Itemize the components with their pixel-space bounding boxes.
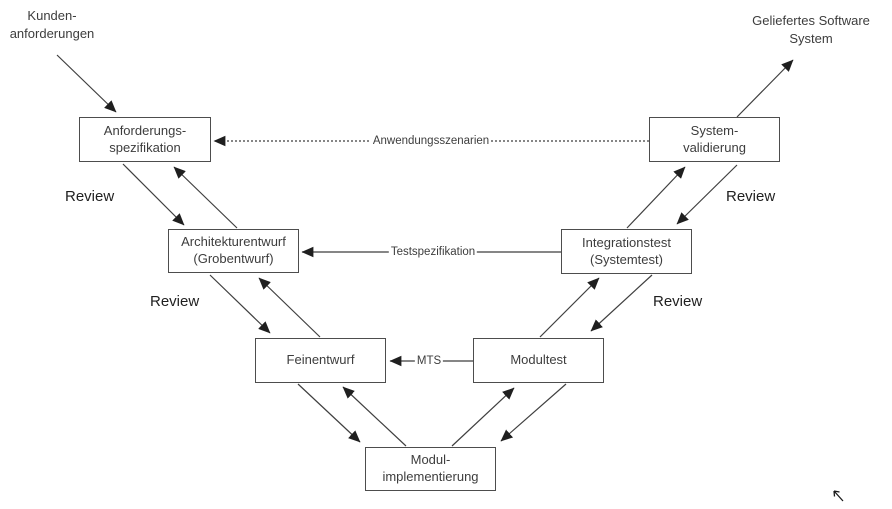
- node-label: Architekturentwurf: [181, 234, 286, 250]
- label-mts: MTS: [414, 355, 444, 367]
- arrow-integration-review-down: [590, 274, 653, 332]
- arrow-modulimpl-to-modultest: [451, 387, 515, 447]
- arrow-modulimpl-review-up: [342, 386, 407, 447]
- node-systemvalidierung: System- validierung: [649, 117, 780, 162]
- mouse-cursor: [833, 490, 844, 502]
- node-label: Feinentwurf: [286, 352, 355, 368]
- arrow-geliefertes-system-out: [736, 59, 794, 118]
- label-anwendungsszenarien: Anwendungsszenarien: [370, 135, 492, 147]
- node-modulimplementierung: Modul- implementierung: [365, 447, 496, 491]
- node-label: Anforderungs-: [103, 122, 187, 138]
- arrow-feinentwurf-review-up: [258, 277, 321, 338]
- node-label: Integrationstest: [582, 234, 671, 250]
- node-integrationstest: Integrationstest (Systemtest): [561, 229, 692, 274]
- label-review-right-2: Review: [653, 293, 703, 310]
- arrow-anforderung-to-architektur: [122, 163, 185, 226]
- arrow-integration-to-systemval: [626, 166, 686, 229]
- arrow-modultest-to-integration: [539, 277, 600, 338]
- node-label: (Systemtest): [590, 251, 663, 267]
- label-review-left-2: Review: [150, 293, 200, 310]
- node-label: (Grobentwurf): [193, 251, 274, 266]
- node-label: System-: [690, 122, 739, 138]
- node-anforderungsspezifikation: Anforderungs- spezifikation: [79, 117, 211, 162]
- arrow-kundenanforderungen-in: [56, 54, 117, 113]
- label-testspezifikation: Testspezifikation: [388, 246, 478, 258]
- label-review-right-1: Review: [726, 188, 776, 205]
- arrow-architektur-to-feinentwurf: [209, 274, 271, 334]
- node-architekturentwurf: Architekturentwurf (Grobentwurf): [168, 229, 299, 273]
- label-geliefertes-software-system: Geliefertes Software System: [752, 13, 870, 46]
- label-review-left-1: Review: [65, 188, 115, 205]
- node-label: validierung: [683, 139, 746, 155]
- node-label: Modul-: [410, 452, 451, 468]
- arrow-systemval-review-down: [676, 164, 738, 225]
- node-label: spezifikation: [109, 139, 181, 155]
- arrow-feinentwurf-to-modulimpl: [297, 383, 361, 443]
- arrow-architektur-review-up: [173, 166, 238, 229]
- node-modultest: Modultest: [473, 338, 604, 383]
- label-kundenanforderungen: Kunden- anforderungen: [9, 8, 95, 41]
- arrow-modultest-review-down: [500, 383, 567, 442]
- node-label: implementierung: [382, 469, 479, 484]
- node-feinentwurf: Feinentwurf: [255, 338, 386, 383]
- node-label: Modultest: [510, 352, 567, 368]
